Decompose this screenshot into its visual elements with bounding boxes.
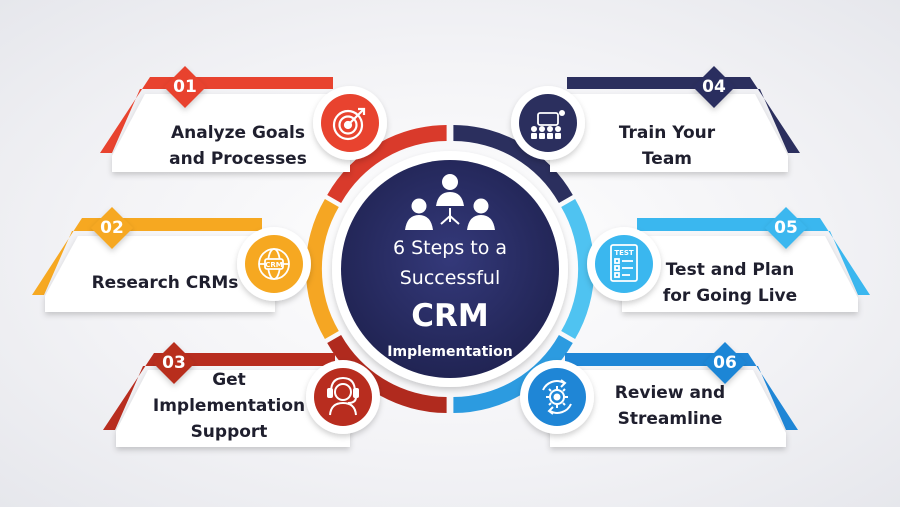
- step-04-line-1: Train Your: [618, 123, 716, 143]
- ring-segment-crimson: [327, 335, 447, 413]
- step-04-panel: [550, 94, 788, 172]
- step-04-ribbon: [567, 77, 800, 153]
- step-01-badge: [164, 66, 206, 108]
- step-04-line-2: Team: [641, 149, 693, 169]
- test-checklist-icon: TEST: [610, 244, 638, 282]
- gear-cycle-icon: [542, 379, 572, 415]
- step-05-badge: [765, 207, 807, 249]
- step-02-card: CRM: [32, 207, 311, 312]
- step-02-label: Research CRMs: [80, 270, 250, 296]
- step-03-ribbon: [103, 353, 335, 430]
- step-03-label: Get Implementation Support: [144, 367, 314, 445]
- step-06-badge: [704, 342, 746, 384]
- step-01-card: [100, 66, 387, 172]
- step-03-line-2: Implementation: [152, 396, 306, 416]
- step-03-number: 03: [162, 353, 186, 373]
- headset-support-icon: [327, 376, 359, 416]
- center-ring: [305, 125, 595, 413]
- step-01-line-2: and Processes: [169, 149, 307, 169]
- center-title-line-2: Successful: [399, 267, 501, 289]
- step-03-panel: [116, 370, 350, 447]
- step-05-line-2: for Going Live: [662, 286, 798, 306]
- step-03-card: [103, 342, 380, 447]
- ring-segment-navy: [453, 125, 573, 203]
- step-05-ribbon: [637, 218, 870, 295]
- ring-segment-lightblue: [561, 199, 595, 339]
- ring-segment-red: [327, 125, 447, 203]
- step-03-badge: [153, 342, 195, 384]
- crm-globe-icon: CRM: [258, 248, 290, 280]
- step-06-card: [520, 342, 798, 447]
- step-04-number: 04: [702, 77, 726, 97]
- step-04-card: [511, 66, 800, 172]
- svg-text:TEST: TEST: [614, 249, 634, 257]
- center-title-crm: CRM: [411, 298, 489, 334]
- center-title-line-4: Implementation: [387, 344, 513, 360]
- step-02-line-1: Research CRMs: [91, 273, 239, 293]
- center-core: [341, 160, 559, 378]
- step-06-line-1: Review and: [614, 383, 726, 403]
- ring-segment-orange: [305, 199, 339, 339]
- step-02-panel: [45, 236, 275, 312]
- team-training-icon: [531, 110, 565, 139]
- step-01-line-1: Analyze Goals: [170, 123, 306, 143]
- step-06-number: 06: [713, 353, 737, 373]
- step-06-ribbon: [565, 353, 798, 430]
- center-title-line-1: 6 Steps to a: [392, 237, 508, 259]
- step-02-badge: [91, 207, 133, 249]
- step-05-panel: [622, 236, 858, 312]
- step-03-line-3: Support: [190, 422, 268, 442]
- step-01-ribbon: [100, 77, 333, 153]
- step-02-ribbon: [32, 218, 262, 295]
- step-05-card: TEST: [587, 207, 870, 312]
- step-04-label: Train Your Team: [592, 120, 742, 172]
- target-icon: [332, 107, 366, 141]
- step-05-label: Test and Plan for Going Live: [650, 257, 810, 309]
- step-06-label: Review and Streamline: [590, 380, 750, 432]
- step-06-line-2: Streamline: [617, 409, 723, 429]
- step-06-panel: [550, 370, 786, 447]
- step-04-badge: [693, 66, 735, 108]
- step-01-panel: [112, 94, 350, 172]
- svg-text:CRM: CRM: [265, 261, 283, 269]
- step-02-number: 02: [100, 218, 124, 238]
- step-03-line-1: Get: [212, 370, 246, 390]
- step-01-label: Analyze Goals and Processes: [158, 120, 318, 172]
- step-01-number: 01: [173, 77, 197, 97]
- leadership-icon: [405, 174, 495, 230]
- step-05-number: 05: [774, 218, 798, 238]
- step-05-line-1: Test and Plan: [665, 260, 795, 280]
- ring-segment-blue: [453, 335, 573, 413]
